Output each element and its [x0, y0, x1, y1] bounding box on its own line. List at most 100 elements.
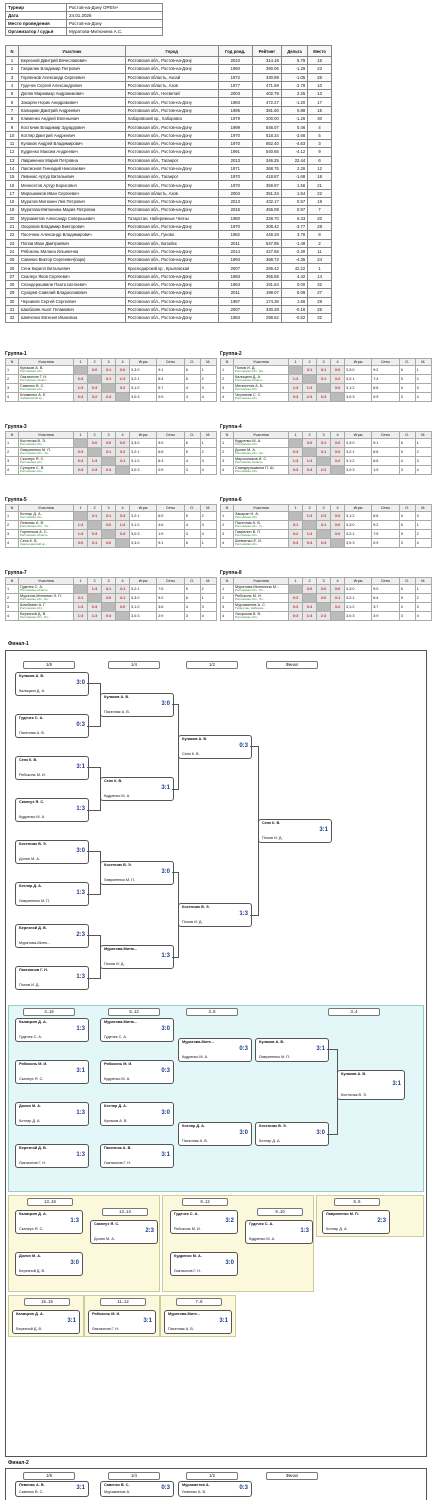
player-cell: 2004 — [217, 188, 253, 199]
match-box-cons: Рябоконь М. И.Кудренко М. А.0:3 — [100, 1060, 174, 1084]
group-player-club: Ростовская обл., — [235, 515, 259, 520]
group-self-cell — [316, 456, 332, 466]
group-place: 1 — [199, 538, 218, 548]
match-score: 1:3 — [239, 911, 248, 917]
player-cell: 1970 — [217, 130, 253, 140]
group-player-name: Мурзаметов А. С. — [235, 603, 266, 608]
group-sets: 0:9 — [371, 538, 400, 548]
round-header: 1/8 — [23, 661, 75, 669]
match-score: 3:1 — [76, 1068, 85, 1074]
group-player: Спандерашвили П. Ш.Ростовская обл., — [233, 465, 290, 475]
group-sets: 4:6 — [156, 520, 185, 530]
match-score: 3:0 — [161, 1110, 170, 1116]
group-score: 0:3 — [73, 374, 89, 384]
match-player-b: Долян М. А. — [19, 857, 40, 861]
player-cell: Хабаровский кр., Хабаровск — [124, 114, 219, 124]
bracket-connector — [250, 746, 259, 916]
group-score: 1:3 — [288, 456, 304, 466]
player-cell: Лавриненко Мария Петровна — [18, 155, 126, 165]
group-header-cell: О. — [183, 358, 201, 366]
player-cell: 427.65 — [251, 246, 282, 257]
group-place: 2 — [414, 374, 433, 384]
player-cell: 1970 — [217, 180, 253, 190]
match-player-a: Сенк К. В. — [19, 758, 38, 762]
group-row-num: 4 — [4, 611, 20, 621]
group-player-club: Ростовская обл., — [235, 533, 259, 538]
match-player-a: Кулаков А. В. — [259, 1040, 285, 1044]
group-header-cell: 1 — [73, 504, 89, 512]
player-cell: 8 — [4, 114, 20, 124]
player-cell: Ростовская область, Аксай — [124, 72, 219, 82]
group-player: Клименко А. Е.Хабаровский кр., — [18, 392, 75, 402]
group-score: 0:3 — [288, 392, 304, 402]
group-place: 3 — [199, 520, 218, 530]
group-player: Муратова-Митюнина М...Ростовская обл., Р… — [233, 584, 290, 594]
group-points: 4 — [183, 383, 201, 393]
player-cell: Ростовская обл., Ростов-на-Дону — [124, 163, 219, 174]
player-cell: 28 — [4, 279, 20, 290]
group-score: 1:3 — [302, 456, 318, 466]
group-player-club: Ростовская область — [235, 378, 263, 383]
player-cell: 7 — [4, 105, 20, 116]
match-box-cons: Долян М. А.Котляр Д. А.1:3 — [15, 1102, 89, 1126]
player-cell: 2013 — [217, 197, 253, 207]
group-header-cell: 3 — [101, 431, 117, 439]
round-header: 3..6 — [186, 1008, 238, 1016]
match-score: 3:1 — [219, 1318, 228, 1324]
group-score: 2:3 — [316, 611, 332, 621]
player-cell: -4.35 — [280, 255, 309, 265]
group-sets: 7:4 — [371, 374, 400, 384]
player-cell: 2 — [307, 238, 332, 248]
group-score: 1:3 — [73, 529, 89, 539]
player-cell: 10 — [4, 130, 20, 140]
group-player-name: Черников С. С. — [235, 393, 262, 398]
match-player-b: Рябоконь М. И. — [174, 1227, 201, 1231]
player-cell: 1.54 — [280, 188, 309, 199]
match-score: 0:3 — [161, 1485, 170, 1491]
group-score: 3:1 — [101, 374, 117, 384]
group-player-name: Гаврилин В. П. — [235, 530, 262, 535]
round-header: 1/2 — [186, 1472, 238, 1480]
group-score: 3:0 — [330, 383, 346, 393]
group-self-cell — [87, 374, 103, 384]
match-player-b: Пасечник А. В. — [19, 731, 45, 735]
group-self-cell — [302, 447, 318, 457]
group-player-club: Ростовская обл., — [235, 615, 259, 620]
player-cell: Ростовская обл., Ростов-на-Дону — [124, 138, 219, 149]
group-player: Кулаков А. В.Ростовская обл., — [18, 365, 75, 375]
group-sets: 0:9 — [371, 392, 400, 402]
player-cell: 298.62 — [251, 313, 282, 323]
match-score: 1:3 — [76, 1026, 85, 1032]
player-cell: 24 — [4, 246, 20, 257]
player-cell: 368.76 — [251, 163, 282, 174]
player-cell: Савенко Виктор Сергеевич(парк) — [18, 255, 126, 265]
match-score: 1:3 — [300, 1228, 309, 1234]
match-player-a: Сенк К. В. — [262, 821, 281, 825]
match-player-a: Муратова-Мите... — [168, 1312, 201, 1316]
group-player: Шахбазян А. Г.Ростовская обл., — [18, 602, 75, 612]
group-points: 3 — [183, 392, 201, 402]
placement-header: 11..12 — [100, 1298, 146, 1306]
group-place: 1 — [414, 584, 433, 594]
match-player-a: Лавриненко М. П. — [326, 1212, 359, 1216]
player-cell: 2007 — [217, 263, 253, 273]
group-player-name: Скалеух Я. С. — [20, 457, 45, 462]
match-box-placement: Гудечек С. А.Рябоконь М. И.3:2 — [170, 1210, 238, 1234]
group-place: 3 — [414, 456, 433, 466]
match-player-b: Кудренко М. А. — [104, 1077, 131, 1081]
player-cell: 29 — [307, 296, 332, 306]
group-place: 1 — [199, 365, 218, 375]
match-player-a: Сенк К. В. — [104, 779, 123, 783]
group-games: 3,3:0 — [344, 520, 373, 530]
player-cell: 546.07 — [251, 122, 282, 132]
info-value: 24.01.2026 — [66, 11, 163, 20]
group-score: 0:3 — [316, 538, 332, 548]
group-player-name: Клименко А. Е. — [20, 393, 47, 398]
group-header-cell: Игры — [344, 577, 373, 585]
group-games: 3,3:0 — [129, 538, 158, 548]
group-header-cell: 1 — [73, 431, 89, 439]
group-row-num: 2 — [4, 593, 20, 603]
player-cell: Закарян Норик Анидрамович — [18, 97, 126, 107]
group-player-name: Котляр Д. А. — [20, 512, 42, 517]
player-cell: 455.08 — [251, 205, 282, 215]
